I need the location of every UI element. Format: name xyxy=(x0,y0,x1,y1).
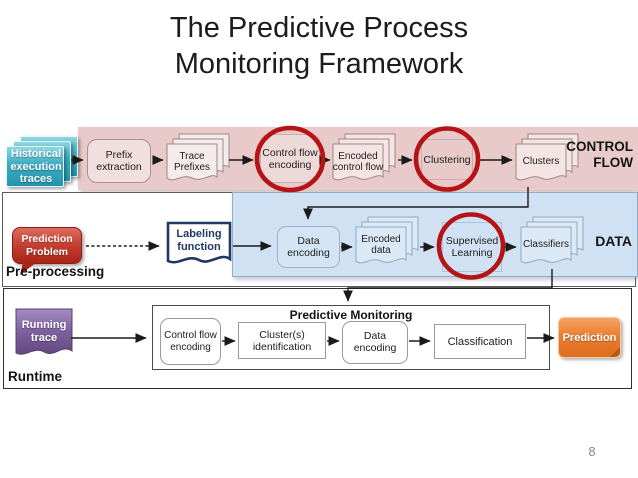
control-flow-encoding-node: Control flow encoding xyxy=(260,134,320,183)
prediction-label: Prediction xyxy=(562,331,617,344)
folded-corner-icon xyxy=(610,347,620,357)
clusters-node: Clusters xyxy=(515,133,579,188)
control-flow-band-label: CONTROL FLOW xyxy=(566,139,633,170)
document-stack-icon xyxy=(520,216,584,264)
cluster-identification-label: Cluster(s) identification xyxy=(252,328,312,353)
labeling-function-node: Labeling function xyxy=(166,221,232,271)
running-trace-label: Running trace xyxy=(21,319,67,344)
trace-prefixes-node: Trace Prefixes xyxy=(166,133,230,188)
clustering-node: Clustering xyxy=(421,139,473,180)
prefix-extraction-node: Prefix extraction xyxy=(87,139,151,183)
prefix-extraction-label: Prefix extraction xyxy=(96,149,142,173)
document-stack-icon xyxy=(166,133,230,181)
prediction-problem-node: Prediction Problem xyxy=(12,227,82,264)
encoded-control-flow-node: Encoded control flow xyxy=(332,133,396,188)
supervised-learning-node: Supervised Learning xyxy=(442,222,502,272)
document-stack-icon xyxy=(515,133,579,181)
running-trace-node: Running trace xyxy=(14,307,74,363)
classification-label: Classification xyxy=(447,335,513,348)
runtime-control-flow-encoding-node: Control flow encoding xyxy=(160,318,221,365)
runtime-control-flow-encoding-label: Control flow encoding xyxy=(164,330,217,353)
trace-prefixes-label: Trace Prefixes xyxy=(173,150,211,174)
historical-traces-label: Historical execution traces xyxy=(10,148,62,186)
prediction-node: Prediction xyxy=(558,317,621,358)
labeling-function-label: Labeling function xyxy=(176,228,222,253)
pre-processing-label: Pre-processing xyxy=(6,264,105,279)
data-encoding-node: Data encoding xyxy=(277,226,340,268)
classifiers-label: Classifiers xyxy=(522,239,570,251)
slide-title-line1: The Predictive Process xyxy=(169,12,469,44)
classifiers-node: Classifiers xyxy=(520,216,584,271)
encoded-data-label: Encoded data xyxy=(361,233,401,257)
encoded-control-flow-label: Encoded control flow xyxy=(332,150,384,174)
stacked-card-icon xyxy=(6,146,64,187)
document-icon xyxy=(166,221,232,264)
control-flow-encoding-label: Control flow encoding xyxy=(262,146,318,171)
clusters-label: Clusters xyxy=(522,156,560,168)
runtime-data-encoding-label: Data encoding xyxy=(353,330,397,354)
predictive-monitoring-title: Predictive Monitoring xyxy=(289,308,413,322)
clustering-label: Clustering xyxy=(423,153,471,166)
encoded-data-node: Encoded data xyxy=(355,216,419,271)
prediction-problem-label: Prediction Problem xyxy=(21,232,73,258)
page-number: 8 xyxy=(588,444,596,459)
runtime-data-encoding-node: Data encoding xyxy=(342,321,408,364)
supervised-learning-label: Supervised Learning xyxy=(445,235,499,259)
slide-title-line2: Monitoring Framework xyxy=(174,48,464,80)
document-icon xyxy=(15,308,73,355)
historical-traces-node: Historical execution traces xyxy=(6,136,82,190)
document-stack-icon xyxy=(332,133,396,181)
classification-node: Classification xyxy=(434,324,526,359)
data-encoding-label: Data encoding xyxy=(287,235,330,259)
slide-title: The Predictive Process Monitoring Framew… xyxy=(70,10,568,82)
document-stack-icon xyxy=(355,216,419,264)
data-band-label: DATA xyxy=(595,233,632,249)
cluster-identification-node: Cluster(s) identification xyxy=(238,322,326,359)
runtime-label: Runtime xyxy=(8,369,62,384)
